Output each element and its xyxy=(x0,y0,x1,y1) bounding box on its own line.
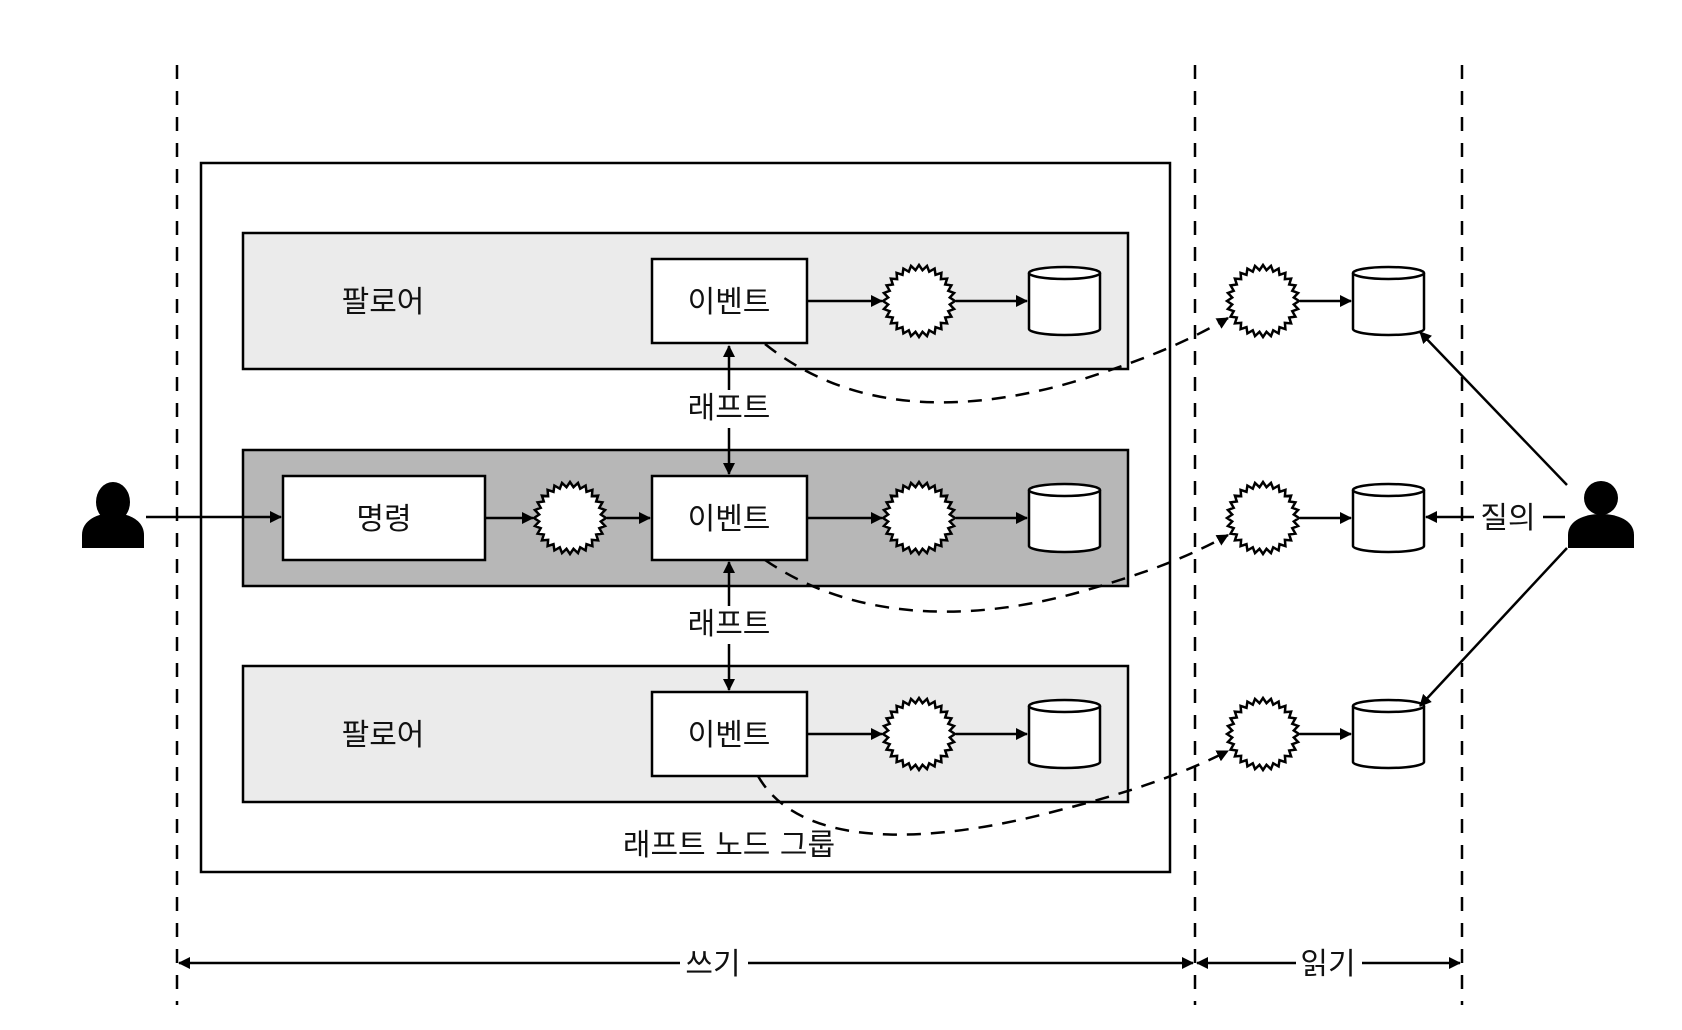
projection-curve-middle xyxy=(764,533,1229,613)
node-role-label: 팔로어 xyxy=(342,718,425,753)
read-model-1 xyxy=(1224,262,1426,340)
query-arrow-top xyxy=(1419,331,1568,486)
projection-curve-bottom xyxy=(756,749,1229,836)
burst-icon xyxy=(880,695,958,773)
burst-icon xyxy=(1224,479,1302,557)
raft-link-label: 래프트 xyxy=(688,391,771,426)
database-cylinder-icon xyxy=(1351,698,1426,770)
raft-link-top: 래프트 xyxy=(688,345,771,475)
event-box xyxy=(650,474,809,562)
event-box xyxy=(650,257,809,345)
event-label: 이벤트 xyxy=(688,285,771,320)
database-cylinder-icon xyxy=(1027,482,1102,554)
event-box xyxy=(650,690,809,778)
node-role-label: 팔로어 xyxy=(342,285,425,320)
burst-icon xyxy=(1224,262,1302,340)
database-cylinder-icon xyxy=(1027,265,1102,337)
query-label: 질의 xyxy=(1480,501,1535,536)
burst-icon xyxy=(880,262,958,340)
raft-row-follower-top: 팔로어 이벤트 xyxy=(241,231,1130,371)
writer-user-icon xyxy=(82,482,144,548)
raft-row-follower-bottom: 팔로어 이벤트 xyxy=(241,664,1130,804)
query-arrow-bottom xyxy=(1419,547,1568,707)
raft-node-group-label: 래프트 노드 그룹 xyxy=(623,828,835,863)
write-zone-label: 쓰기 xyxy=(685,947,740,982)
burst-icon xyxy=(1224,695,1302,773)
raft-link-bottom: 래프트 xyxy=(688,561,771,691)
raft-row-leader: 명령 이벤트 xyxy=(241,448,1130,588)
burst-icon xyxy=(880,479,958,557)
raft-link-label: 래프트 xyxy=(688,607,771,642)
database-cylinder-icon xyxy=(1351,265,1426,337)
projection-curve-top xyxy=(764,316,1229,404)
read-model-2 xyxy=(1224,479,1426,557)
database-cylinder-icon xyxy=(1027,698,1102,770)
command-label: 명령 xyxy=(356,502,411,537)
command-box xyxy=(281,474,487,562)
read-zone-label: 읽기 xyxy=(1300,947,1355,982)
burst-icon xyxy=(531,479,609,557)
read-model-3 xyxy=(1224,695,1426,773)
event-label: 이벤트 xyxy=(688,718,771,753)
database-cylinder-icon xyxy=(1351,482,1426,554)
reader-user-icon xyxy=(1568,481,1634,548)
event-label: 이벤트 xyxy=(688,502,771,537)
